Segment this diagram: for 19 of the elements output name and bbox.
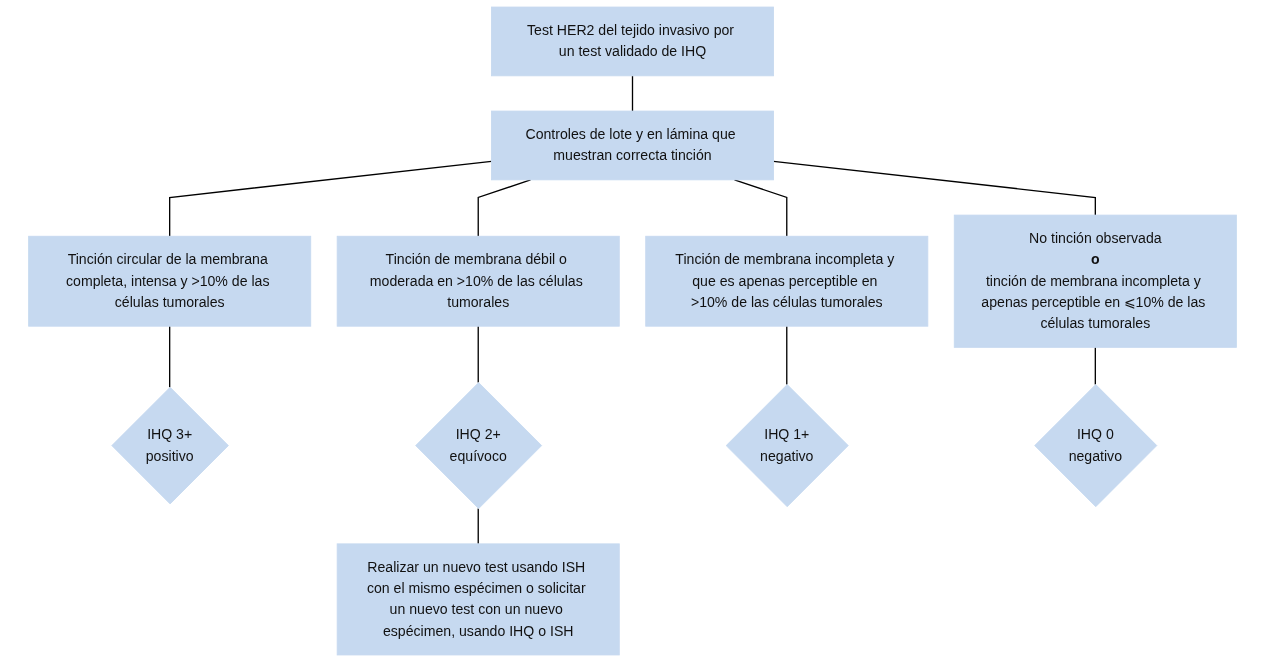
node-diamond: IHQ 3+ positivo xyxy=(111,386,229,505)
node-box: Realizar un nuevo test usando ISH con el mismo espécimen o solicitar un nuevo test con un nuevo espécimen, usando IHQ o ISH xyxy=(336,543,620,656)
connector xyxy=(169,325,171,388)
node-box: Controles de lote y en lámina que muestran correcta tinción xyxy=(491,110,774,181)
node-box: Tinción circular de la membrana completa, intensa y >10% de las células tumorales xyxy=(28,235,312,327)
connector xyxy=(477,507,479,545)
connector xyxy=(1094,346,1096,386)
connector xyxy=(786,325,788,386)
connector xyxy=(477,325,479,384)
node-diamond: IHQ 0 negativo xyxy=(1034,384,1158,508)
connector xyxy=(772,160,1096,216)
node-box: No tinción observada o tinción de membrana incompleta y apenas perceptible en ⩽10% de las células tumorales xyxy=(953,214,1237,348)
node-diamond: IHQ 2+ equívoco xyxy=(415,382,543,510)
node-box: Tinción de membrana débil o moderada en >10% de las células tumorales xyxy=(336,235,620,327)
node-box: Tinción de membrana incompleta y que es apenas perceptible en >10% de las células tumorales xyxy=(645,235,929,327)
node-diamond: IHQ 1+ negativo xyxy=(725,384,849,508)
connector xyxy=(169,160,493,237)
connector xyxy=(631,75,634,112)
node-box: Test HER2 del tejido invasivo por un test validado de IHQ xyxy=(491,6,774,77)
